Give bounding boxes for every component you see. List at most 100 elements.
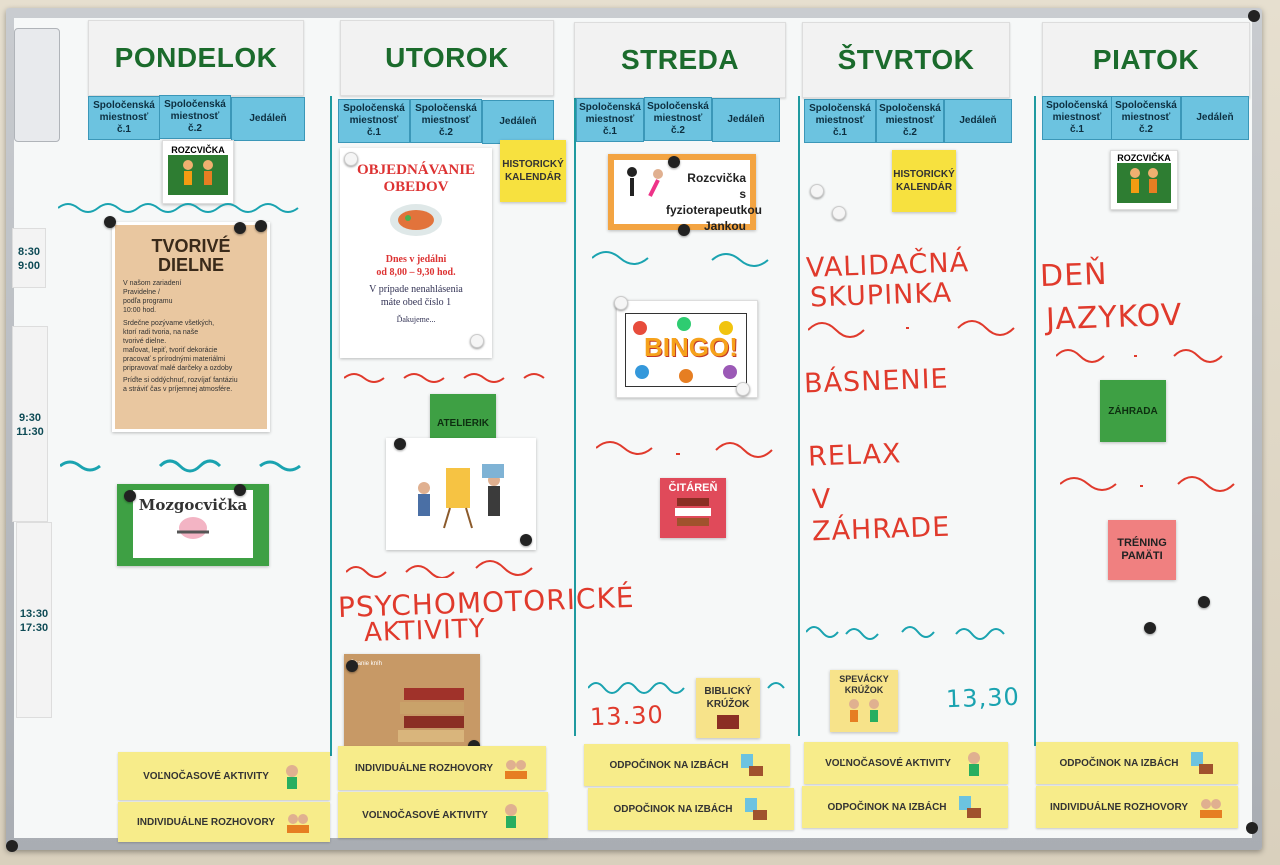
conversation-icon: [1199, 799, 1222, 818]
magnet[interactable]: [520, 534, 532, 546]
magnet[interactable]: [736, 382, 750, 396]
magnet[interactable]: [1198, 596, 1210, 608]
board-clip: [14, 28, 60, 142]
time-1330-thu: 13,30: [945, 682, 1021, 714]
magnet[interactable]: [470, 334, 484, 348]
room-label-dining: Jedáleň: [482, 100, 554, 144]
tvorive-body: V našom zariadení Pravidelne / podľa pro…: [123, 280, 238, 393]
magnet[interactable]: [124, 490, 136, 502]
books-icon: [398, 688, 464, 742]
citanie-label: Čítanie kníh: [350, 661, 383, 667]
day-header-friday: PIATOK: [1042, 22, 1250, 98]
rest-icon: [1190, 752, 1213, 774]
magnet[interactable]: [255, 220, 267, 232]
rest-icon: [744, 798, 767, 820]
basnenie-text: BÁSNENIE: [803, 363, 950, 400]
magnet[interactable]: [346, 660, 358, 672]
magnet[interactable]: [344, 152, 358, 166]
strip-individualne: INDIVIDUÁLNE ROZHOVORY: [1036, 786, 1238, 828]
strip-odpocinok: ODPOČINOK NA IZBÁCH: [584, 744, 790, 786]
day-header-wednesday: STREDA: [574, 22, 786, 98]
squiggle: [592, 251, 769, 267]
squiggle: [596, 441, 773, 458]
corner-bolt: [1246, 822, 1258, 834]
rozcvicka-label: ROZCVIČKA: [1117, 153, 1171, 163]
skupinka-text: SKUPINKA: [809, 277, 953, 314]
obed-thanks: Ďakujeme...: [396, 315, 436, 324]
magnet[interactable]: [394, 438, 406, 450]
squiggle: [60, 459, 301, 473]
time-1330-wed: 13.30: [589, 700, 665, 732]
squiggle: [808, 320, 1015, 338]
exercise-icon: [168, 155, 228, 195]
magnet[interactable]: [234, 222, 246, 234]
magnet[interactable]: [1144, 622, 1156, 634]
room-label-dining: Jedáleň: [231, 97, 305, 141]
mozgocvicka-label: Mozgocvička: [138, 496, 248, 514]
painters-illustration: [418, 464, 504, 529]
singers-icon: [849, 699, 879, 722]
bingo-balls-icon: [633, 317, 737, 383]
magnet[interactable]: [104, 216, 116, 228]
day-header-monday: PONDELOK: [88, 20, 304, 96]
room-label-dining: Jedáleň: [712, 98, 780, 142]
strip-individualne: INDIVIDUÁLNE ROZHOVORY: [338, 746, 546, 790]
aktivity-text: AKTIVITY: [363, 613, 487, 649]
conversation-icon: [504, 760, 527, 779]
squiggle: [344, 373, 545, 383]
magnet[interactable]: [614, 296, 628, 310]
bingo-frame: BINGO!: [625, 313, 747, 387]
room-label-dining: Jedáleň: [1181, 96, 1249, 140]
activity-icon: [967, 752, 980, 776]
painting-picture: [386, 438, 536, 550]
strip-volnocasove: VOĽNOČASOVÉ AKTIVITY: [338, 792, 548, 838]
rozcvicka-card: ROZCVIČKA: [162, 140, 234, 204]
stretching-icon: [627, 167, 663, 197]
corner-bolt: [6, 840, 18, 852]
magnet[interactable]: [678, 224, 690, 236]
zahrade-text: ZÁHRADE: [811, 511, 951, 548]
strip-volnocasove: VOĽNOČASOVÉ AKTIVITY: [804, 742, 1008, 784]
squiggle: [1060, 476, 1235, 492]
squiggle: [806, 626, 1005, 640]
activity-icon: [504, 804, 517, 828]
magnet[interactable]: [832, 206, 846, 220]
v-text: V: [811, 483, 833, 516]
squiggle: [58, 203, 299, 213]
column-line: [1034, 96, 1036, 746]
mozgocvicka-card: Mozgocvička: [117, 484, 269, 566]
food-plate-icon: [390, 204, 442, 236]
den-text: DEŇ: [1039, 256, 1109, 295]
magnet[interactable]: [810, 184, 824, 198]
rozcvicka-card: ROZCVIČKA: [1110, 150, 1178, 210]
bingo-card: BINGO!: [616, 300, 758, 398]
squiggle: [346, 560, 533, 578]
magnet[interactable]: [668, 156, 680, 168]
magnet[interactable]: [234, 484, 246, 496]
exercise-icon: [1117, 163, 1171, 203]
strip-volnocasove: VOĽNOČASOVÉ AKTIVITY: [118, 752, 330, 800]
brain-icon: [177, 517, 209, 539]
conversation-icon: [286, 814, 309, 833]
zahrada-card: ZÁHRADA: [1100, 380, 1166, 442]
room-label-dining: Jedáleň: [944, 99, 1012, 143]
strip-odpocinok: ODPOČINOK NA IZBÁCH: [802, 786, 1008, 828]
strip-individualne: INDIVIDUÁLNE ROZHOVORY: [118, 802, 330, 842]
